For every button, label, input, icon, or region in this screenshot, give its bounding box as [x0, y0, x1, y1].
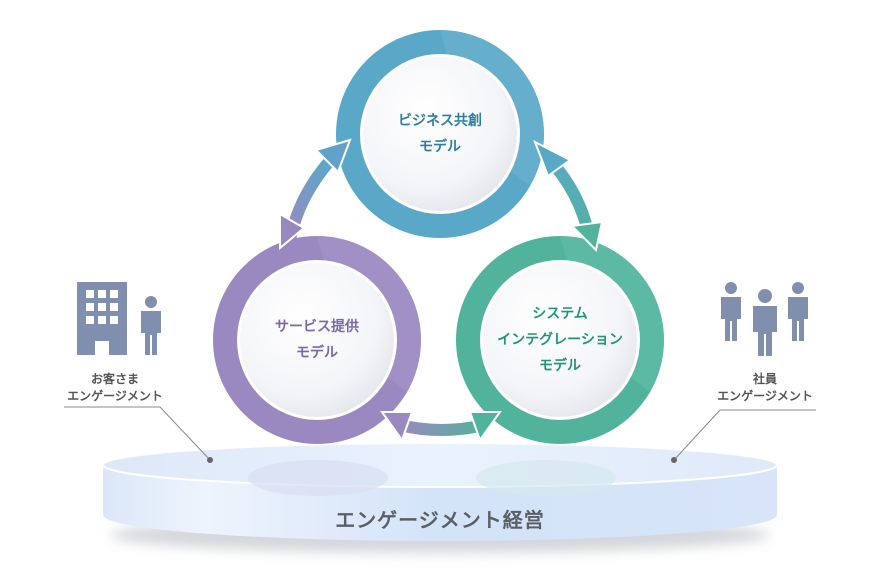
right-callout-line [673, 409, 816, 461]
person-icon [753, 289, 777, 356]
base-reflection-left [248, 460, 388, 496]
customer-engagement-label: お客さま エンゲージメント [50, 371, 180, 405]
employee-engagement-label: 社員 エンゲージメント [700, 371, 830, 405]
employee-engagement-line2: エンゲージメント [717, 389, 813, 403]
ring-business-model [336, 30, 544, 238]
system-model-label: システム インテグレーション モデル [473, 301, 647, 379]
arrow-service-system [380, 411, 502, 443]
business-model-label: ビジネス共創 モデル [363, 108, 517, 160]
customer-engagement-line2: エンゲージメント [67, 389, 163, 403]
engagement-management-label: エンゲージメント経営 [335, 508, 545, 532]
person-icon [788, 282, 808, 341]
base-reflection-right [476, 460, 616, 496]
system-model-line2: インテグレーション [497, 332, 623, 348]
left-callout-line [64, 406, 211, 461]
arrow-business-system [533, 139, 604, 253]
service-model-label: サービス提供 モデル [240, 314, 394, 366]
arrow-business-service [279, 138, 352, 251]
person-icon [141, 296, 161, 355]
right-callout-dot [671, 457, 677, 463]
system-model-line1: システム [532, 306, 588, 322]
business-model-line2: モデル [419, 139, 461, 155]
person-icon [721, 282, 741, 341]
service-model-line2: モデル [296, 345, 338, 361]
left-callout-dot [207, 457, 213, 463]
ring-service-model [213, 236, 421, 444]
customer-engagement-line1: お客さま [90, 372, 139, 386]
service-model-line1: サービス提供 [275, 319, 359, 335]
ring-system-model [456, 236, 664, 444]
base-top [102, 442, 778, 488]
building-icon [77, 282, 127, 355]
employee-engagement-line1: 社員 [752, 372, 777, 386]
business-model-line1: ビジネス共創 [398, 113, 482, 129]
system-model-line3: モデル [539, 358, 581, 374]
